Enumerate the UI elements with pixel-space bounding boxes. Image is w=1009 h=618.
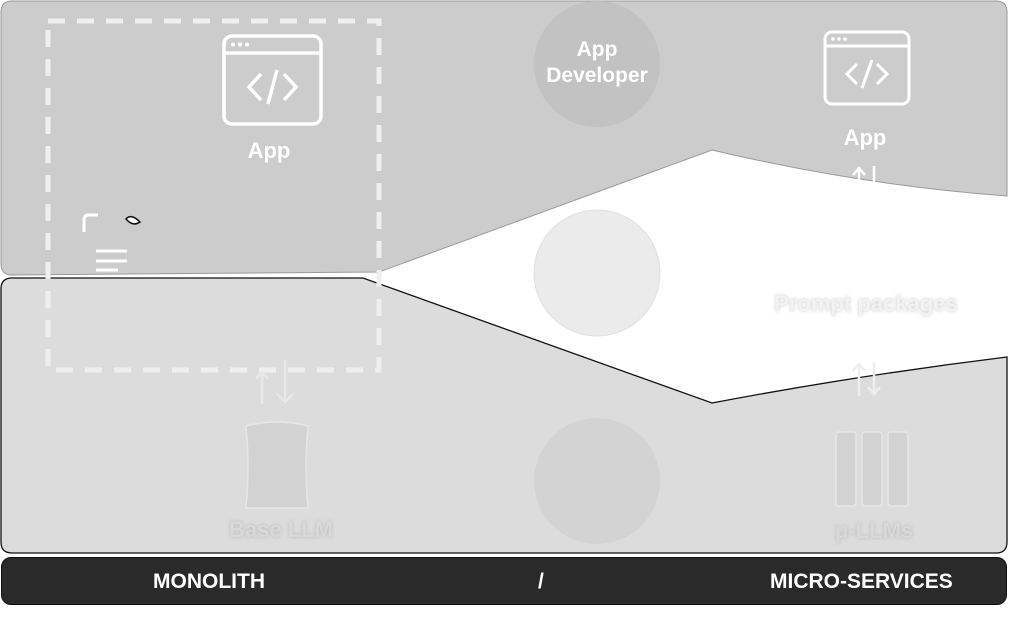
footer-micro-services-label: MICRO-SERVICES — [770, 570, 953, 593]
prompt-icon — [82, 213, 127, 272]
bottom-band — [0, 277, 1008, 554]
bidirectional-arrow-icon — [852, 166, 881, 200]
middle-circle — [533, 209, 661, 337]
app-developer-circle — [534, 1, 660, 127]
app-label-right: App — [843, 125, 887, 150]
micro-llms-label: μ-LLMs — [834, 518, 914, 543]
footer-monolith-label: MONOLITH — [153, 570, 265, 593]
top-band — [0, 0, 1008, 276]
prompt-package-icon — [831, 222, 916, 276]
footer-separator: / — [538, 570, 544, 593]
bidirectional-arrow-icon — [255, 360, 294, 404]
app-developer-label: App Developer — [546, 38, 648, 87]
footer-bar: MONOLITH / MICRO-SERVICES — [1, 557, 1007, 605]
leaf-icon — [125, 215, 142, 225]
code-window-icon — [222, 34, 323, 126]
monolith-dashed-outline — [45, 18, 382, 373]
prompt-packages-label: Prompt packages — [774, 291, 958, 316]
base-llm-label: Base LLM — [229, 517, 333, 542]
app-label-left: App — [247, 138, 291, 163]
bottom-circle — [534, 418, 660, 544]
micro-llm-icon — [835, 431, 909, 507]
code-window-icon — [823, 30, 911, 106]
bidirectional-arrow-icon — [852, 362, 881, 396]
base-llm-icon — [245, 421, 309, 509]
